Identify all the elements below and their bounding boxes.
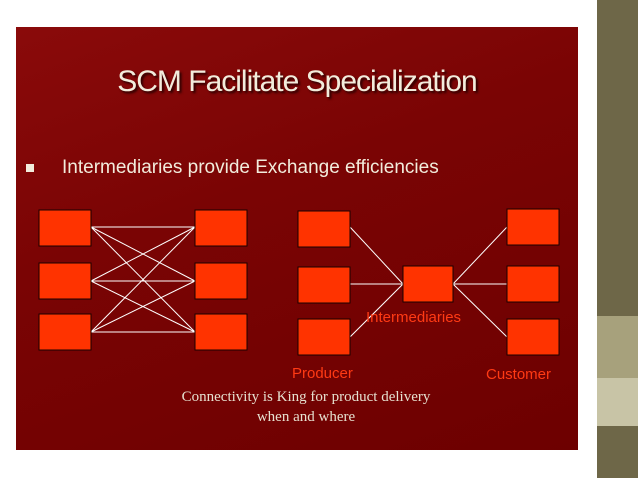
caption-line-1: Connectivity is King for product deliver…: [181, 389, 431, 405]
customer-label: Customer: [486, 366, 552, 383]
producer-box: [297, 266, 351, 304]
left-producer-box: [38, 262, 92, 300]
slide: SCM Facilitate Specialization Intermedia…: [16, 27, 578, 450]
producer-box: [297, 318, 351, 356]
intermediary-connection-lines: [349, 226, 508, 338]
bullet-square-icon: [26, 164, 34, 172]
producer-label: Producer: [292, 365, 353, 382]
side-bar-accent-2: [597, 378, 638, 426]
left-customer-box: [194, 262, 248, 300]
direct-connection-lines: [90, 226, 196, 333]
exchange-diagram: [38, 208, 560, 356]
producer-box: [297, 210, 351, 248]
left-producer-box: [38, 209, 92, 247]
intermediary-box: [402, 265, 454, 303]
left-customer-box: [194, 313, 248, 351]
side-bar-accent-1: [597, 316, 638, 378]
intermediaries-label: Intermediaries: [366, 309, 462, 326]
customer-box: [506, 318, 560, 356]
customer-box: [506, 208, 560, 246]
customer-box: [506, 265, 560, 303]
left-customer-box: [194, 209, 248, 247]
caption: Connectivity is King for product deliver…: [136, 387, 476, 427]
left-producer-box: [38, 313, 92, 351]
slide-title: SCM Facilitate Specialization: [117, 65, 478, 98]
caption-line-2: when and where: [256, 409, 356, 425]
bullet-item: Intermediaries provide Exchange efficien…: [26, 157, 439, 179]
bullet-text: Intermediaries provide Exchange efficien…: [62, 157, 439, 178]
